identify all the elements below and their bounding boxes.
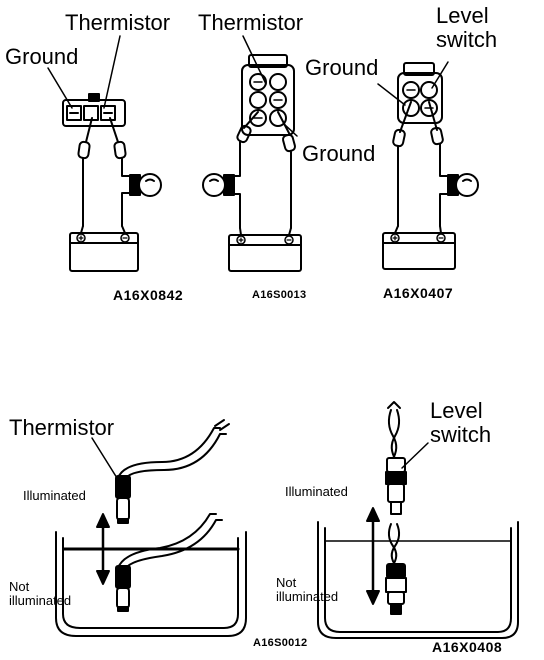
connector-test-1: [47, 35, 162, 272]
label-level-switch-2: Level switch: [430, 399, 491, 447]
label-not-illuminated-1: Not illuminated: [9, 580, 71, 608]
label-ground-3: Ground: [305, 55, 379, 80]
label-level-line: Level: [430, 398, 483, 423]
label-thermistor-3: Thermistor: [9, 415, 115, 440]
figure-code-2: A16S0013: [252, 289, 307, 301]
connector-test-3: [377, 61, 479, 270]
label-ground-2: Ground: [302, 141, 376, 166]
label-illuminated-line: illuminated: [9, 593, 72, 608]
tank-test-level-switch: [317, 401, 519, 639]
label-level-line: Level: [436, 3, 489, 28]
label-thermistor-1: Thermistor: [65, 10, 171, 35]
connector-test-2: [202, 35, 302, 272]
label-switch-line: switch: [430, 422, 492, 447]
figure-code-1: A16X0842: [113, 287, 184, 303]
label-thermistor-2: Thermistor: [198, 10, 304, 35]
figure-code-4: A16S0012: [253, 637, 308, 649]
label-switch-line: switch: [436, 27, 498, 52]
label-ground-1: Ground: [5, 44, 79, 69]
label-illuminated-1: Illuminated: [23, 488, 86, 503]
figure-code-5: A16X0408: [432, 639, 503, 655]
label-not-line: Not: [9, 579, 30, 594]
label-illuminated-line: illuminated: [276, 589, 339, 604]
tank-test-thermistor: [55, 419, 247, 637]
label-illuminated-2: Illuminated: [285, 484, 348, 499]
label-not-line: Not: [276, 575, 297, 590]
label-not-illuminated-2: Not illuminated: [276, 576, 338, 604]
figure-code-3: A16X0407: [383, 285, 454, 301]
label-level-switch-1: Level switch: [436, 4, 497, 52]
